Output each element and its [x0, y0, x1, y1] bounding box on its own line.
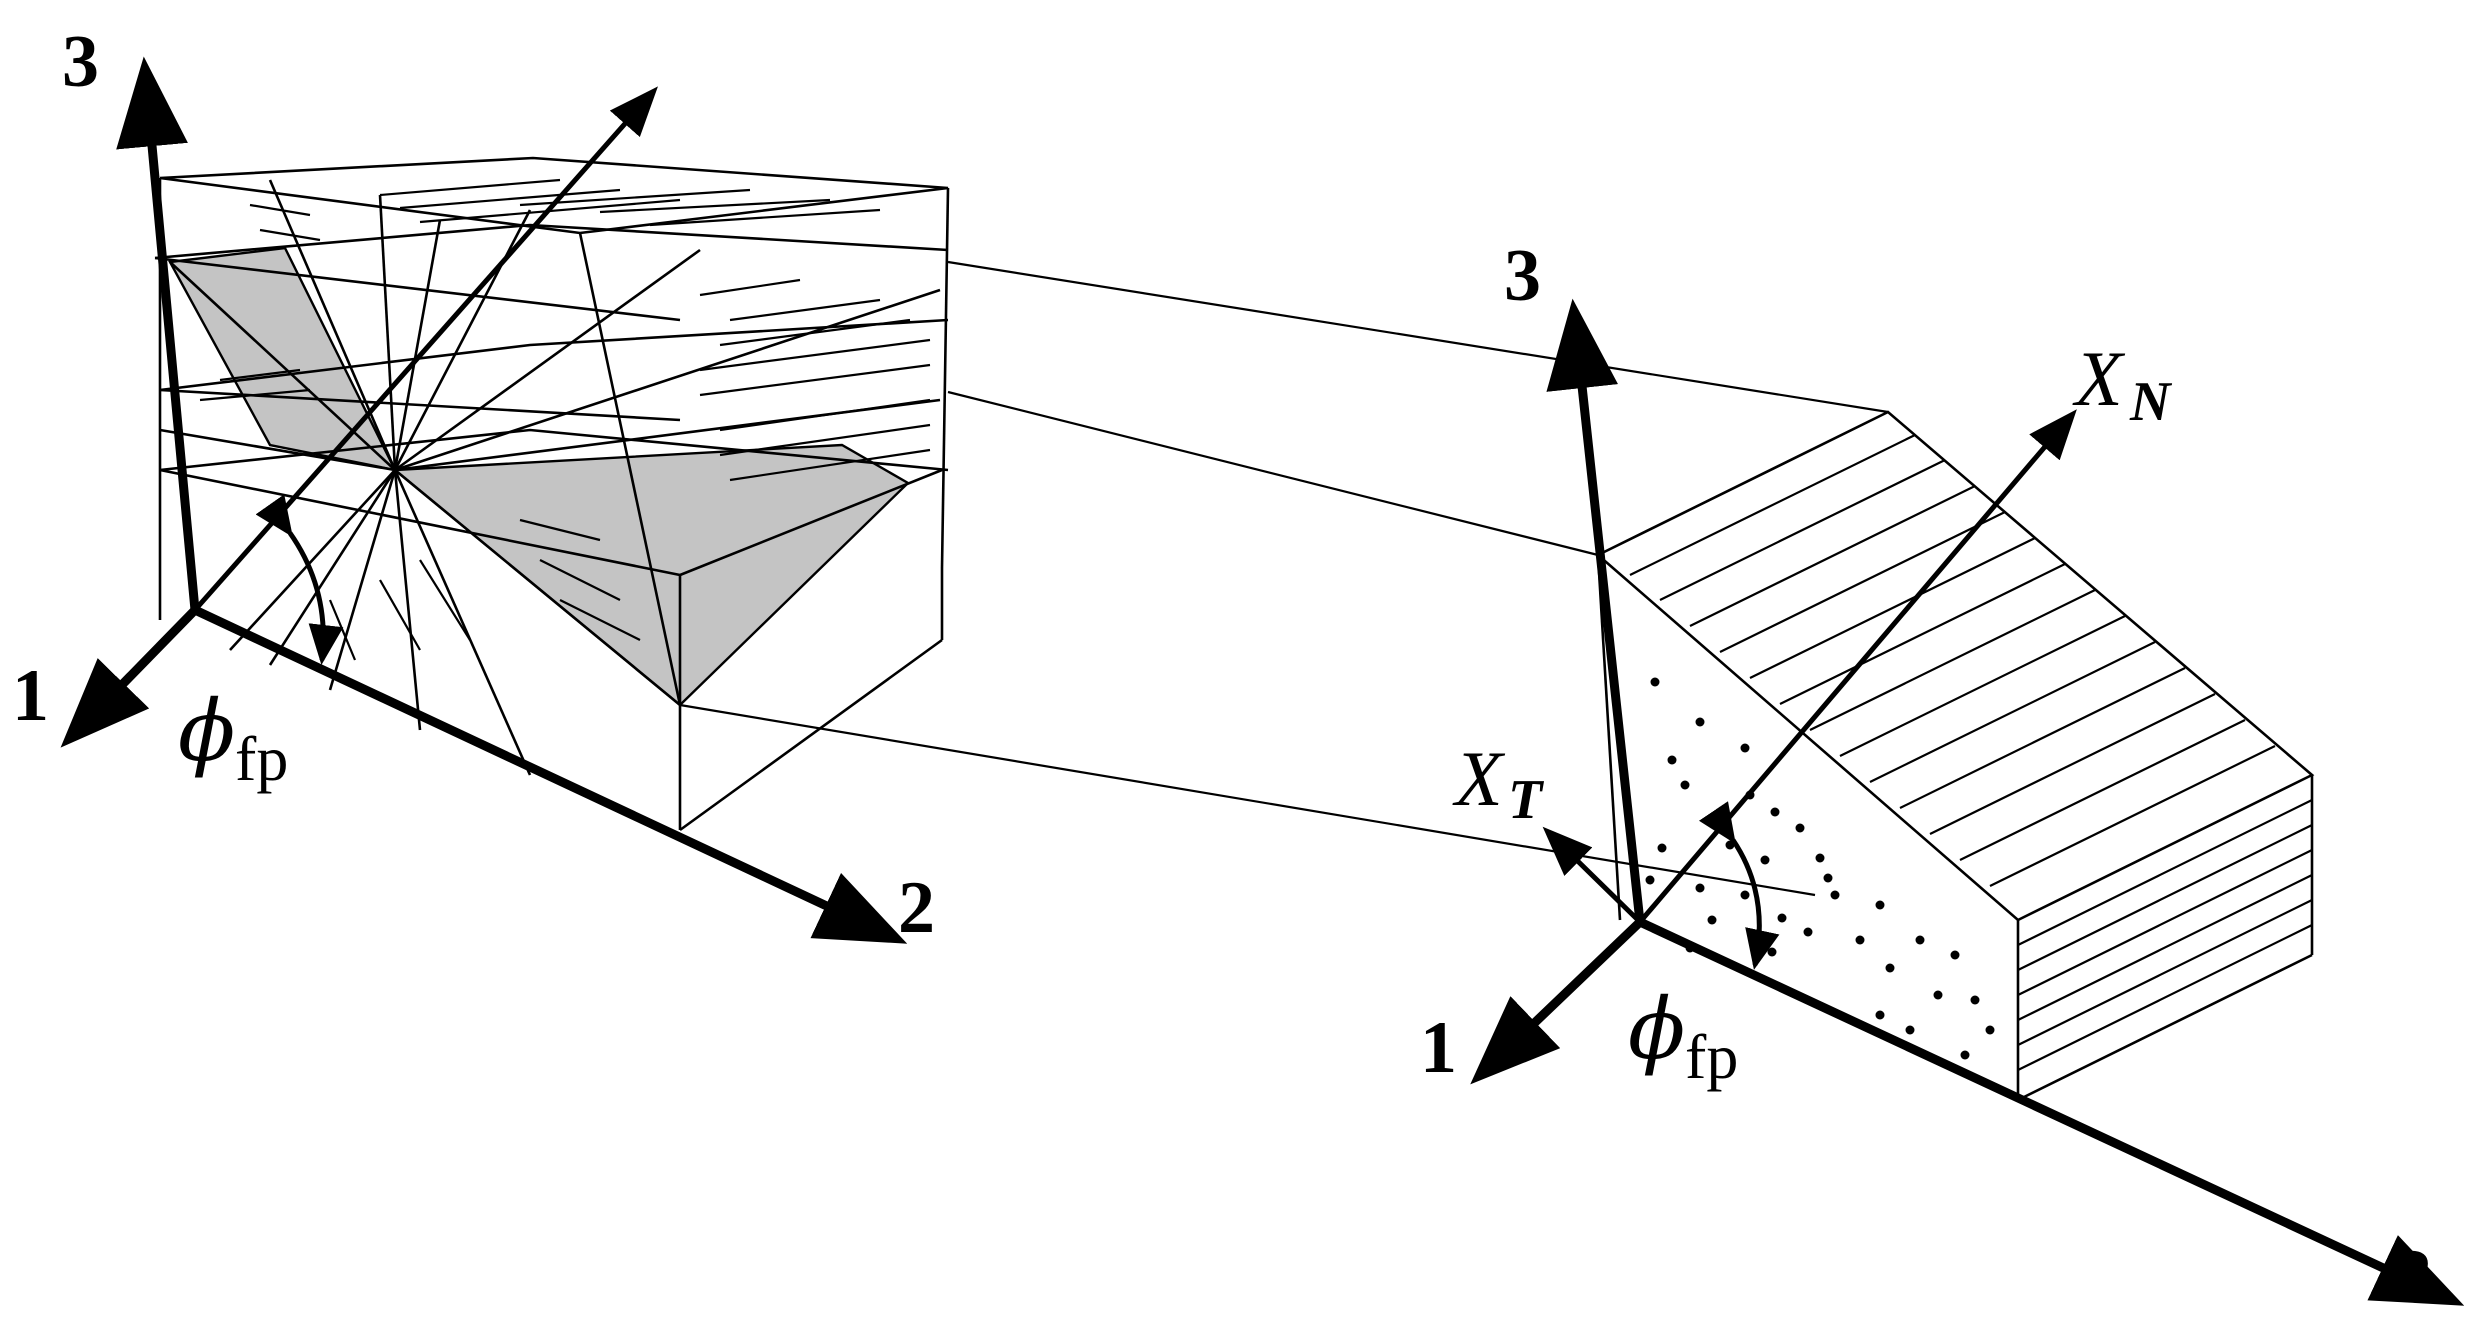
right-fracture-block: 3 1 2 X N X T ϕ fp	[1420, 235, 2465, 1317]
right-end-face-hatching	[2017, 799, 2313, 1071]
right-axis-1	[1470, 917, 1645, 1085]
right-normal-axis-subscript: N	[2129, 371, 2173, 433]
right-angle-subscript: fp	[1685, 1021, 1738, 1092]
left-axis-2	[190, 605, 908, 944]
left-axis-3	[116, 56, 200, 615]
right-axis-2-label: 2	[2395, 1235, 2432, 1317]
right-axis-3	[1546, 298, 1645, 927]
left-axis-1	[60, 605, 200, 748]
left-axis-3-label: 3	[62, 21, 99, 103]
right-normal-axis-label: X	[2072, 335, 2126, 422]
right-angle-symbol: ϕ	[1628, 980, 1685, 1078]
left-angle-subscript: fp	[235, 723, 288, 794]
connector-lines	[679, 260, 1889, 897]
left-angle-arc	[255, 494, 344, 665]
right-top-face-hatching	[1629, 434, 2276, 887]
right-axis-3-label: 3	[1504, 235, 1541, 317]
right-block-outline	[1596, 410, 2315, 1102]
left-axis-1-label: 1	[12, 655, 49, 737]
right-axis-1-label: 1	[1420, 1007, 1457, 1089]
left-angle-symbol: ϕ	[178, 682, 235, 780]
right-transverse-axis-label: X	[1452, 735, 1506, 822]
left-laminate-block: 3 1 2 ϕ fp	[12, 21, 950, 949]
right-angle-arc	[1698, 801, 1780, 970]
left-axis-2-label: 2	[898, 867, 935, 949]
right-transverse-axis	[1542, 826, 1642, 924]
right-transverse-axis-subscript: T	[1508, 769, 1545, 831]
right-axis-2	[1635, 917, 2465, 1306]
right-normal-axis	[1638, 409, 2077, 924]
left-ply-hatching	[199, 178, 931, 661]
